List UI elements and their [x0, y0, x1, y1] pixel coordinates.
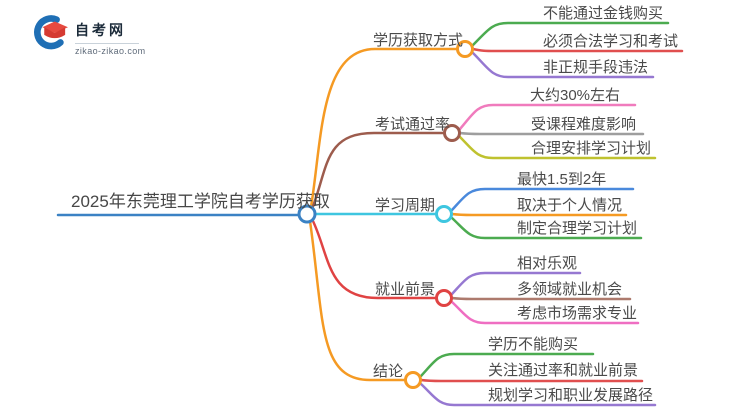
child-3-2-connector	[450, 212, 628, 217]
branch-2-label[interactable]: 考试通过率	[375, 116, 451, 133]
child-3-1-connector	[450, 187, 635, 212]
child-1-2-label[interactable]: 必须合法学习和考试	[543, 33, 679, 50]
root-node-label[interactable]: 2025年东莞理工学院自考学历获取	[71, 192, 330, 211]
branch-3-label[interactable]: 学习周期	[375, 197, 436, 214]
child-4-1-label[interactable]: 相对乐观	[517, 255, 578, 272]
child-3-3-connector	[450, 216, 643, 240]
child-3-2-label[interactable]: 取决于个人情况	[517, 197, 623, 214]
logo-divider	[75, 43, 139, 44]
child-1-3-label[interactable]: 非正规手段违法	[543, 59, 649, 76]
child-4-1-connector	[450, 271, 582, 296]
child-2-2-connector	[458, 131, 645, 136]
branch-5-node-circle[interactable]	[404, 371, 422, 389]
child-5-3-connector	[419, 382, 657, 407]
branch-2-node-circle[interactable]	[443, 124, 461, 142]
child-5-1-label[interactable]: 学历不能购买	[488, 336, 579, 353]
child-1-1-connector	[471, 21, 670, 47]
child-4-3-connector	[450, 300, 640, 325]
child-2-3-label[interactable]: 合理安排学习计划	[531, 140, 652, 157]
child-1-2-connector	[471, 47, 684, 53]
branch-5-connector	[308, 219, 407, 382]
child-3-3-label[interactable]: 制定合理学习计划	[517, 220, 638, 237]
child-4-3-label[interactable]: 考虑市场需求专业	[517, 305, 638, 322]
child-5-3-label[interactable]: 规划学习和职业发展路径	[488, 387, 654, 404]
branch-1-connector	[309, 47, 459, 209]
branch-5-label[interactable]: 结论	[373, 363, 404, 380]
child-5-1-connector	[419, 352, 595, 378]
child-1-3-connector	[471, 51, 655, 79]
site-url: zikao-zikao.com	[75, 46, 146, 56]
child-5-2-connector	[419, 378, 644, 383]
graduation-cap-icon	[34, 15, 68, 50]
branch-4-node-circle[interactable]	[435, 289, 453, 307]
child-4-2-connector	[450, 296, 632, 301]
child-1-1-label[interactable]: 不能通过金钱购买	[543, 5, 664, 22]
child-2-1-connector	[458, 103, 637, 131]
branch-1-label[interactable]: 学历获取方式	[373, 32, 464, 49]
child-2-3-connector	[458, 135, 657, 160]
site-logo: 自考网 zikao-zikao.com	[30, 13, 146, 56]
branch-1-node-circle[interactable]	[456, 40, 474, 58]
child-4-2-label[interactable]: 多领域就业机会	[517, 281, 623, 298]
logo-text-block: 自考网 zikao-zikao.com	[75, 13, 146, 56]
child-3-1-label[interactable]: 最快1.5到2年	[517, 171, 607, 188]
branch-3-node-circle[interactable]	[435, 205, 453, 223]
branch-2-connector	[310, 131, 446, 211]
root-node-circle[interactable]	[297, 204, 317, 224]
branch-4-label[interactable]: 就业前景	[375, 281, 436, 298]
child-2-1-label[interactable]: 大约30%左右	[530, 87, 621, 104]
site-name: 自考网	[75, 22, 126, 38]
child-2-2-label[interactable]: 受课程难度影响	[531, 116, 637, 133]
child-5-2-label[interactable]: 关注通过率和就业前景	[488, 362, 639, 379]
branch-4-connector	[310, 217, 438, 300]
